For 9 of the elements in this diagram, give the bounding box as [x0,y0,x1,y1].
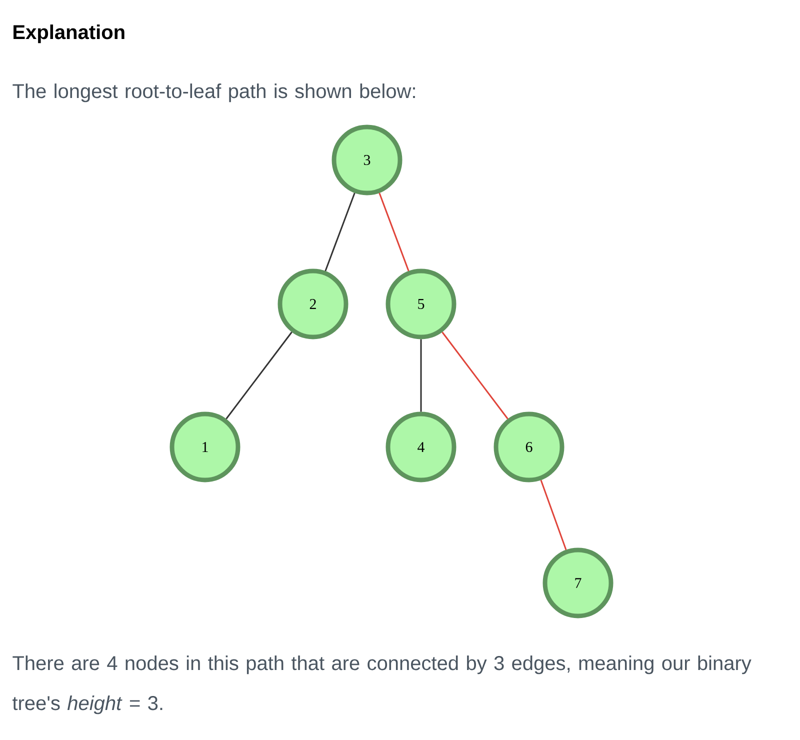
heading: Explanation [14,24,124,44]
tree-edge [226,332,292,420]
tree-edge [324,192,356,272]
tree-edge [442,332,508,420]
tree-edge [420,339,422,412]
paragraph: The longest root-to-leaf path is shown below: [12,84,415,102]
tree-edge [540,480,567,550]
tree-edge [378,192,410,272]
paragraph: There are 4 nodes in this path that are connected by 3 edges, meaning our binary tree's height = 3. [12,656,752,714]
